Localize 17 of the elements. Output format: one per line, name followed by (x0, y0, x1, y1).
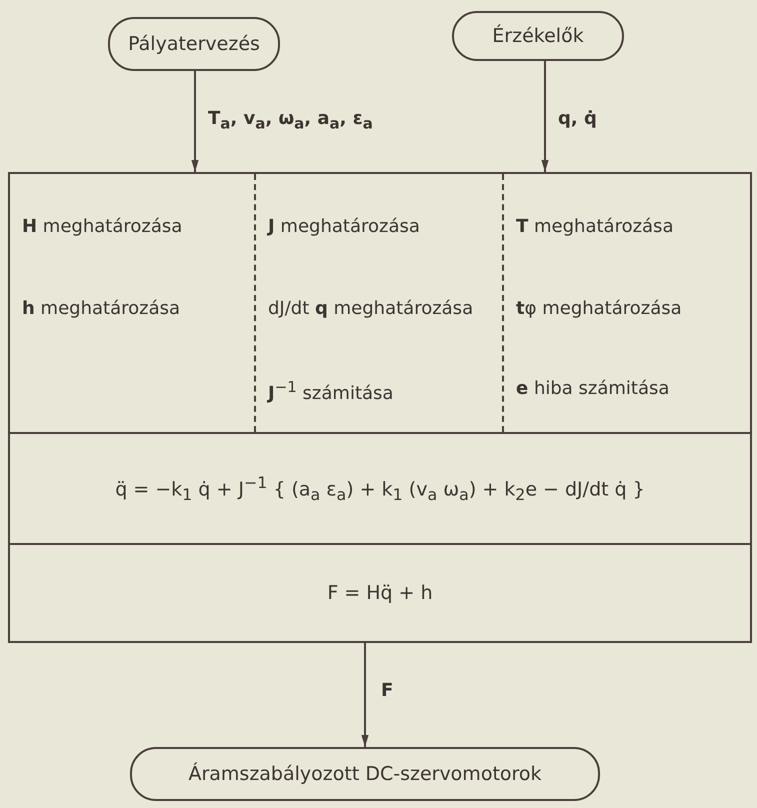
task-text: H meghatározása (22, 216, 182, 237)
equation-text: q̈ = −k$_{1}$ q̇ + J$^{−1}$ { (a$_{a}$ ε$_{a}$) + k$_{1}$ (v$_{a}$ ω$_{a}$) + k$_{2}$e − dJ/dt q̇ } (115, 472, 645, 504)
process-box (8, 172, 752, 643)
task-text: T meghatározása (516, 216, 674, 237)
task-text: dJ/dt q meghatározása (268, 298, 474, 319)
node-label: Áramszabályozott DC-szervomotorok (188, 763, 542, 785)
task-text: J$^{−1}$ számitása (268, 378, 394, 404)
task-text: tφ meghatározása (516, 298, 682, 319)
node-label: Érzékelők (492, 25, 584, 47)
equation-text: F = Hq̈ + h (327, 582, 433, 604)
task-text: e hiba számitása (516, 378, 670, 399)
node-label: Pályatervezés (128, 33, 260, 55)
terminal-box (452, 11, 624, 61)
task-text: J meghatározása (268, 216, 420, 237)
terminal-box (130, 747, 600, 801)
task-text: h meghatározása (22, 298, 180, 319)
terminal-box (108, 17, 280, 71)
